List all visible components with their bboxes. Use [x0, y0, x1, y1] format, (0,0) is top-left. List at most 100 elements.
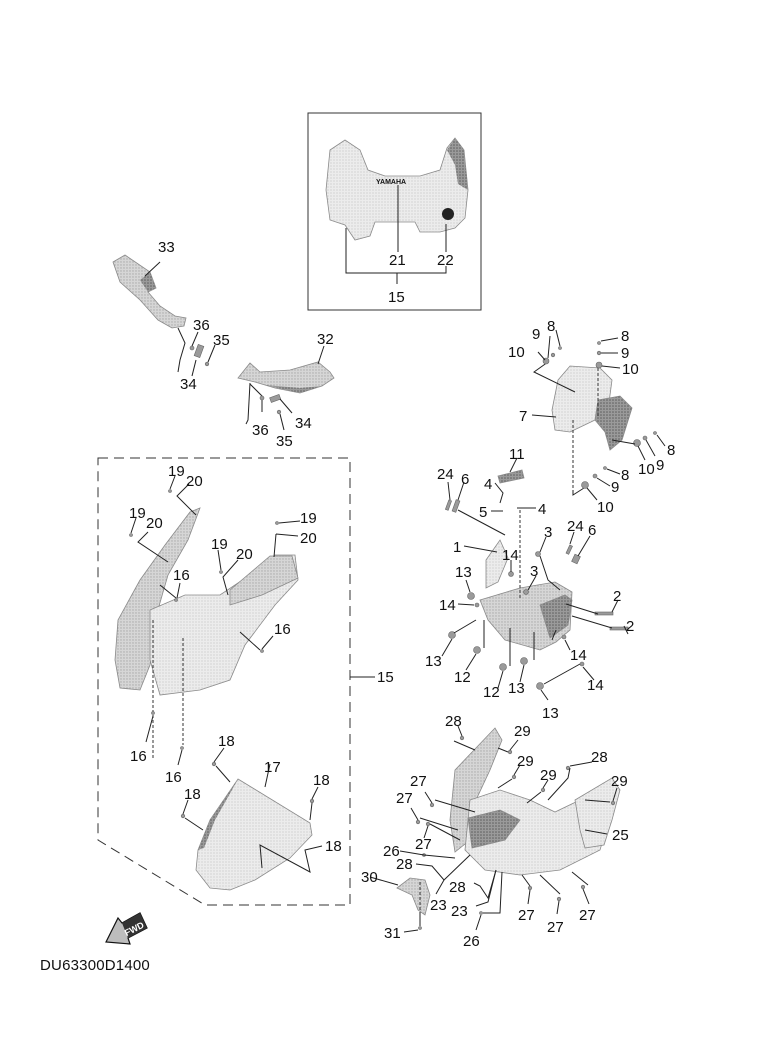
- screw-16d: [180, 746, 184, 750]
- callout-29b: 29: [517, 753, 534, 770]
- screw-27b: [415, 819, 421, 825]
- leader-10a-link: [533, 361, 576, 393]
- screw-29b: [511, 774, 517, 780]
- bracket-15-inset: [345, 228, 447, 274]
- screw-16c: [151, 711, 155, 715]
- callout-5: 5: [479, 504, 487, 521]
- callout-21: 21: [389, 252, 406, 269]
- callout-27f: 27: [579, 907, 596, 924]
- nut-35a: [204, 361, 210, 367]
- leader-18c: [309, 786, 319, 821]
- leader-8c: [656, 434, 666, 447]
- callout-15-main: 15: [377, 669, 394, 686]
- screw-27e: [556, 896, 562, 902]
- leader-29a: [497, 739, 519, 753]
- cowling-stay-group: [441, 457, 629, 701]
- callout-14d: 14: [587, 677, 604, 694]
- leader-16c: [145, 715, 154, 743]
- side-cover-32-image: [237, 361, 335, 394]
- screw-16a: [174, 598, 178, 602]
- clip-24b: [565, 544, 573, 555]
- callout-30: 30: [361, 869, 378, 886]
- leader-18b: [182, 799, 204, 831]
- leader-34a: [191, 359, 197, 377]
- plate-6a: [451, 499, 461, 513]
- nut-13c: [520, 657, 528, 665]
- leader-9c: [645, 439, 656, 457]
- screw-27a: [429, 802, 435, 808]
- leader-13a: [465, 579, 471, 593]
- leader-25: [584, 829, 608, 835]
- callout-28c: 28: [396, 856, 413, 873]
- leader-10b: [601, 365, 621, 369]
- leader-8d: [606, 468, 621, 475]
- assembly-15-frame: [97, 457, 351, 906]
- screw-26b: [479, 911, 483, 915]
- screw-19a: [168, 489, 172, 493]
- leader-19a: [169, 475, 176, 490]
- upper-cowl-right-image: [229, 555, 299, 606]
- callout-6b: 6: [588, 522, 596, 539]
- leader-11: [509, 457, 518, 473]
- leader-23b: [475, 869, 497, 907]
- leader-29c: [526, 779, 549, 804]
- callout-13d: 13: [542, 705, 559, 722]
- callout-27b: 27: [396, 790, 413, 807]
- callout-labels: 21 22 15 33 36 35 34 32 36 34 35 9 8 10 …: [129, 239, 675, 950]
- windscreen-17-image: [195, 778, 313, 891]
- leader-18a: [213, 747, 231, 783]
- leader-28b: [547, 761, 593, 801]
- inner-panel-dark-image: [467, 809, 521, 849]
- cover-30-image: [396, 877, 431, 916]
- plate-6b: [571, 553, 581, 565]
- nut-35b: [276, 409, 282, 415]
- leader-28a: [453, 725, 476, 751]
- callout-3a: 3: [544, 524, 552, 541]
- callout-16b: 16: [274, 621, 291, 638]
- callout-18b: 18: [313, 772, 330, 789]
- screw-19b: [129, 533, 133, 537]
- bolt-14c: [561, 634, 567, 640]
- nut-10c: [633, 439, 641, 447]
- callout-4b: 4: [538, 501, 546, 518]
- screw-27d: [527, 885, 533, 891]
- meter-bracket-dark: [594, 395, 633, 451]
- callout-10a: 10: [508, 344, 525, 361]
- leader-9a: [547, 335, 551, 359]
- callout-23a: 23: [430, 897, 447, 914]
- screw-36b: [259, 395, 265, 401]
- washer-9a: [550, 352, 556, 358]
- leader-29b: [497, 764, 521, 789]
- nut-10b: [595, 361, 603, 369]
- callout-29d: 29: [611, 773, 628, 790]
- callout-18d: 18: [325, 838, 342, 855]
- leader-16b: [239, 631, 274, 651]
- screw-36a: [189, 345, 195, 351]
- screw-27f: [580, 884, 586, 890]
- mirror-33-dark: [140, 272, 156, 292]
- leader-13b: [441, 619, 477, 657]
- callout-17: 17: [264, 759, 281, 776]
- callout-13c: 13: [508, 680, 525, 697]
- callout-14a: 14: [502, 547, 519, 564]
- callout-13a: 13: [455, 564, 472, 581]
- leader-17: [264, 763, 271, 788]
- washer-9d: [592, 473, 598, 479]
- callout-27c: 27: [415, 836, 432, 853]
- callout-12a: 12: [454, 669, 471, 686]
- callout-10b: 10: [622, 361, 639, 378]
- leader-14b: [457, 603, 475, 606]
- leader-27d: [521, 874, 531, 905]
- leader-9d: [596, 477, 611, 487]
- leader-26a: [399, 850, 456, 859]
- callout-14c: 14: [570, 647, 587, 664]
- leader-35b: [279, 413, 285, 431]
- leader-18d: [259, 844, 323, 873]
- callout-27a: 27: [410, 773, 427, 790]
- mirror-33-stay: [177, 327, 186, 373]
- leader-27e: [539, 874, 561, 915]
- leader-31: [403, 912, 421, 933]
- leader-35a: [207, 344, 216, 363]
- bolt-2b: [609, 626, 629, 631]
